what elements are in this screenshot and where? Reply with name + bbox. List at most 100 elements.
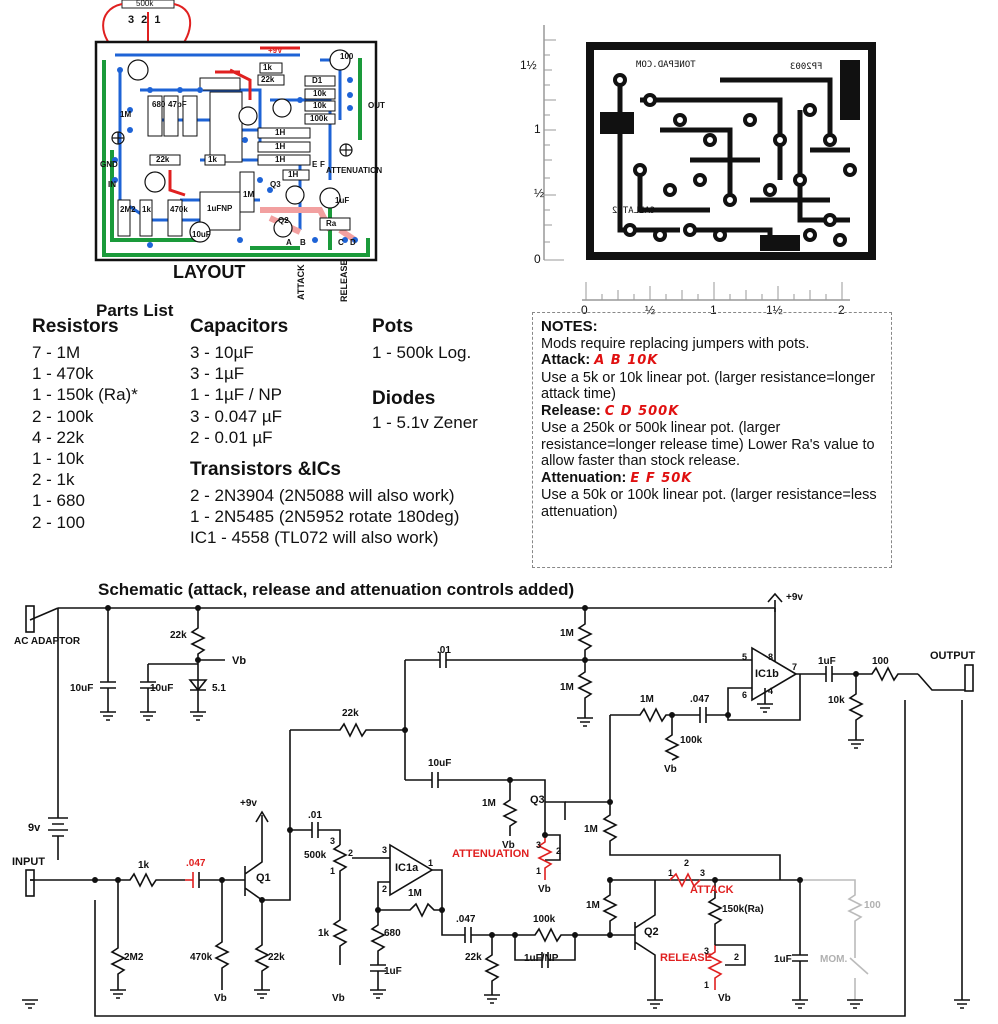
resistor-item: 2 - 100 bbox=[32, 512, 85, 532]
layout-component-label: 10k bbox=[313, 89, 327, 98]
capacitor-item: 3 - 0.047 µF bbox=[190, 406, 283, 426]
notes-release-head: Release: bbox=[541, 402, 601, 419]
release-pin1: 1 bbox=[704, 980, 710, 990]
c10uf-a-label: 10uF bbox=[70, 683, 94, 694]
pcb-drawing bbox=[543, 25, 876, 301]
transistors-heading: Transistors &ICs bbox=[190, 459, 341, 480]
diode-item: 1 - 5.1v Zener bbox=[372, 413, 478, 432]
layout-component-label: 10k bbox=[313, 101, 327, 110]
layout-component-label: E bbox=[312, 160, 318, 169]
c10uf-c-label: 10uF bbox=[428, 758, 452, 769]
c047-fb-label: .047 bbox=[690, 694, 710, 705]
pcb-scale-bottom-4: 2 bbox=[838, 303, 845, 317]
notes-attack-line: Attack: A B 10K bbox=[541, 352, 883, 370]
attenuation-label: ATTENUATION bbox=[452, 848, 530, 860]
layout-component-label: Q3 bbox=[270, 180, 281, 189]
r1m-top-label: 1M bbox=[560, 628, 574, 639]
layout-drawing bbox=[94, 0, 378, 262]
c01-left-label: .01 bbox=[308, 810, 322, 821]
pcb-scale-bottom-1: ½ bbox=[645, 303, 656, 317]
atten-pin3: 3 bbox=[536, 840, 542, 850]
battery-label: 9v bbox=[28, 822, 41, 834]
vb-release-label: Vb bbox=[718, 993, 731, 1004]
notes-box: NOTES: Mods require replacing jumpers wi… bbox=[532, 312, 892, 568]
q2-label: Q2 bbox=[644, 926, 659, 938]
layout-component-label: D1 bbox=[312, 76, 323, 85]
release-label: RELEASE bbox=[660, 952, 712, 964]
schematic-title: Schematic (attack, release and attenuati… bbox=[98, 580, 575, 599]
parts-list-title: Parts List bbox=[96, 301, 174, 320]
r470k-label: 470k bbox=[190, 952, 213, 963]
pcb-scale-bottom-3: 1½ bbox=[766, 303, 783, 317]
layout-component-label: 680 bbox=[152, 100, 166, 109]
layout-component-label: 100k bbox=[310, 114, 328, 123]
notes-attack-head: Attack: bbox=[541, 352, 591, 368]
capacitor-item: 1 - 1µF / NP bbox=[190, 385, 282, 405]
transistor-item: IC1 - 4558 (TL072 will also work) bbox=[190, 528, 439, 548]
capacitor-item: 3 - 1µF bbox=[190, 364, 245, 384]
r22k-q1-label: 22k bbox=[268, 952, 285, 963]
vplus-q1-label: +9v bbox=[240, 798, 257, 809]
mom-label: MOM. bbox=[820, 954, 848, 965]
ic1a-pin3: 3 bbox=[382, 845, 388, 855]
layout-component-label: 1k bbox=[208, 155, 217, 164]
vb-100k-label: Vb bbox=[664, 764, 677, 775]
attack-label: ATTACK bbox=[690, 884, 734, 896]
r1k-pot-label: 1k bbox=[318, 928, 330, 939]
c1uf-ic1a-label: 1uF bbox=[384, 966, 402, 977]
c10uf-b-label: 10uF bbox=[150, 683, 174, 694]
layout-gnd-label: GND bbox=[100, 160, 118, 169]
attack-pin2: 2 bbox=[684, 858, 690, 868]
layout-in-label: IN bbox=[108, 180, 116, 189]
layout-component-label: 1H bbox=[275, 142, 286, 151]
r1m-center-label: 1M bbox=[584, 824, 598, 835]
output-label: OUTPUT bbox=[930, 650, 976, 662]
pots-heading: Pots bbox=[372, 316, 414, 337]
transistor-item: 1 - 2N5485 (2N5952 rotate 180deg) bbox=[190, 507, 460, 527]
r1m-q2-label: 1M bbox=[586, 900, 600, 911]
layout-component-label: 1M bbox=[120, 110, 132, 119]
layout-component-label: F bbox=[320, 160, 325, 169]
layout-component-label: 1uF bbox=[335, 196, 350, 205]
r1m-ic1a-label: 1M bbox=[408, 888, 422, 899]
r100k-fb-label: 100k bbox=[680, 735, 703, 746]
c1ufnp-label: 1uF/NP bbox=[524, 953, 559, 964]
r100-out-label: 100 bbox=[872, 656, 889, 667]
ic1b-label: IC1b bbox=[755, 668, 779, 680]
release-pin2: 2 bbox=[734, 952, 740, 962]
layout-component-label: 47pF bbox=[168, 100, 187, 109]
notes-title: NOTES: bbox=[541, 318, 598, 335]
layout-component-label: 10uF bbox=[192, 230, 211, 239]
r100k-q2-label: 100k bbox=[533, 914, 556, 925]
r10k-label: 10k bbox=[828, 695, 845, 706]
notes-atten-line: Attenuation: E F 50K bbox=[541, 470, 883, 488]
layout-title: LAYOUT bbox=[173, 262, 246, 282]
resistor-item: 7 - 1M bbox=[32, 343, 81, 362]
c047-ic1a-label: .047 bbox=[456, 914, 476, 925]
ic1a-pin2: 2 bbox=[382, 884, 388, 894]
r2m2-label: 2M2 bbox=[124, 952, 144, 963]
layout-component-label: 1k bbox=[142, 205, 151, 214]
ra-label: 150k(Ra) bbox=[722, 904, 764, 915]
notes-attack-hand: A B 10K bbox=[594, 353, 659, 368]
pcb-scale-left-2: ½ bbox=[534, 186, 545, 200]
layout-out-label: OUT bbox=[368, 101, 385, 110]
ic1b-pin8: 8 bbox=[768, 652, 774, 662]
resistor-item: 2 - 100k bbox=[32, 406, 94, 426]
notes-attack-text: Use a 5k or 10k linear pot. (larger resi… bbox=[541, 369, 876, 403]
diodes-heading: Diodes bbox=[372, 388, 436, 409]
r1m-q3-label: 1M bbox=[482, 798, 496, 809]
vb-pot-label: Vb bbox=[332, 993, 345, 1004]
notes-release-hand: C D 500K bbox=[604, 403, 680, 419]
vb-q3-label: Vb bbox=[502, 840, 515, 851]
capacitor-item: 3 - 10µF bbox=[190, 343, 254, 362]
attack-pin3: 3 bbox=[700, 868, 706, 878]
layout-pot-pins: 3 2 1 bbox=[128, 14, 163, 26]
pot500k-label: 500k bbox=[304, 850, 327, 861]
pot500k-pin3: 3 bbox=[330, 836, 336, 846]
r1m-fb-label: 1M bbox=[640, 694, 654, 705]
layout-component-label: A bbox=[286, 238, 292, 247]
r1k-in-label: 1k bbox=[138, 860, 150, 871]
